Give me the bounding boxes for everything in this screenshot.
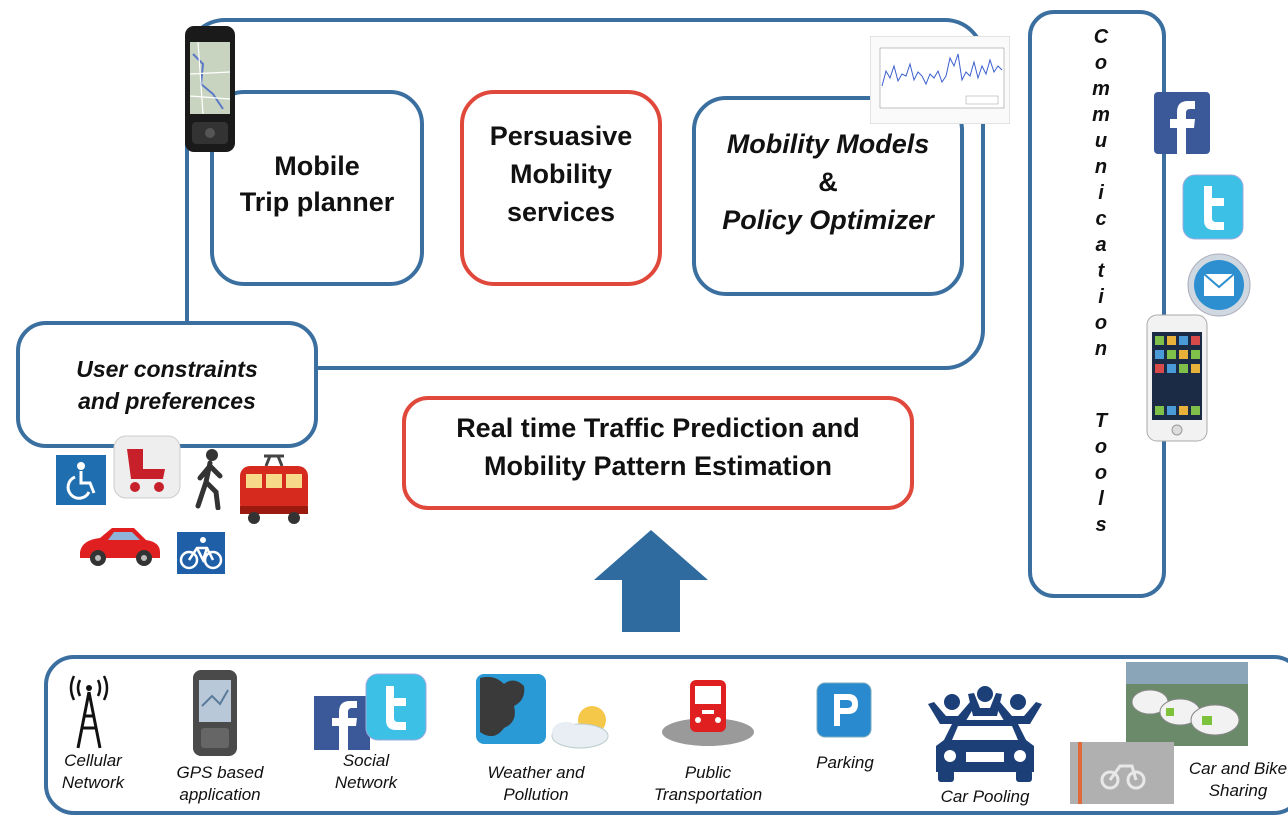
communication-letter: c [1095,208,1107,230]
persuasive-line2: Mobility [510,159,612,189]
user-constraints-box [16,321,318,448]
models-line2: & [818,167,838,197]
communication-letter: n [1094,338,1108,360]
persuasive-label: Persuasive Mobility services [462,117,660,231]
public-line2: Transportation [653,785,763,805]
persuasive-line3: services [506,197,616,227]
social-line1: Social [342,751,390,770]
stroller-icon [113,435,181,499]
tools-letter: T [1094,410,1108,432]
communication-letter: a [1095,234,1107,256]
communication-letter: C [1093,26,1109,48]
tools-letter: o [1094,436,1108,458]
communication-letter: u [1094,130,1108,152]
prediction-line1: Real time Traffic Prediction and [456,413,860,443]
bicycle-icon [177,532,225,574]
cellular-label: Cellular Network [48,750,138,794]
twitter-icon [1182,174,1244,240]
tools-letter: l [1098,488,1104,510]
carbike-label: Car and Bike Sharing [1176,758,1288,802]
models-label: Mobility Models & Policy Optimizer [690,125,966,239]
up-arrow-icon [594,530,708,632]
social-line2: Network [334,773,398,793]
trip-planner-label: Mobile Trip planner [215,148,419,220]
mail-icon [1187,253,1251,317]
communication-letter: n [1094,156,1108,178]
user-constraints-label: User constraints and preferences [20,353,314,417]
tools-letter: s [1095,514,1107,536]
prediction-label: Real time Traffic Prediction and Mobilit… [406,409,910,485]
pedestrian-icon [195,449,223,510]
carpooling-label: Car Pooling [940,787,1030,806]
weather-label: Weather and Pollution [466,762,606,806]
cellular-line2: Network [61,773,125,793]
tools-letter: o [1094,462,1108,484]
communication-letter: m [1092,78,1110,100]
carbike-line1: Car and Bike [1188,759,1288,778]
communication-letter: i [1098,286,1104,308]
facebook-icon [1154,92,1210,154]
weather-line2: Pollution [503,785,569,805]
models-line3: Policy Optimizer [722,205,934,235]
social-network-icon [314,673,427,750]
gps-line1: GPS based [176,763,264,782]
parking-icon [816,682,872,738]
communication-letter: o [1094,312,1108,334]
chart-thumbnail-icon [870,36,1010,124]
public-line1: Public [684,763,732,782]
wheelchair-icon [56,455,106,505]
communication-letter: o [1094,52,1108,74]
parking-label: Parking [816,753,874,772]
trip-planner-box [210,90,424,286]
communication-box [1028,10,1166,598]
trip-planner-line2: Trip planner [239,187,395,217]
prediction-line2: Mobility Pattern Estimation [483,451,833,481]
weather-line1: Weather and [487,763,585,782]
user-constraints-line2: and preferences [78,388,256,414]
car-icon [80,528,160,566]
bus-icon [662,680,754,746]
gps-label: GPS based application [150,762,290,806]
cellular-line1: Cellular [64,751,122,770]
smartphone-icon [185,26,235,152]
tram-icon [240,454,308,524]
gps-line2: application [179,785,261,805]
iphone-icon [1146,314,1208,442]
social-label: Social Network [316,750,416,794]
communication-letter: t [1097,260,1105,282]
car-pooling-icon [928,686,1042,782]
car-sharing-photo-icon [1070,662,1248,804]
persuasive-box [460,90,662,286]
models-box [692,96,964,296]
cloud-sun-icon [476,674,609,749]
gps-device-icon [193,670,237,756]
models-line1: Mobility Models [726,129,930,159]
communication-letter: m [1092,104,1110,126]
carbike-line2: Sharing [1208,781,1268,801]
communication-letter: i [1098,182,1104,204]
trip-planner-line1: Mobile [274,151,360,181]
public-transport-label: Public Transportation [636,762,780,806]
prediction-box [402,396,914,510]
persuasive-line1: Persuasive [489,121,633,151]
user-constraints-line1: User constraints [76,356,258,382]
cell-tower-icon [69,675,109,749]
